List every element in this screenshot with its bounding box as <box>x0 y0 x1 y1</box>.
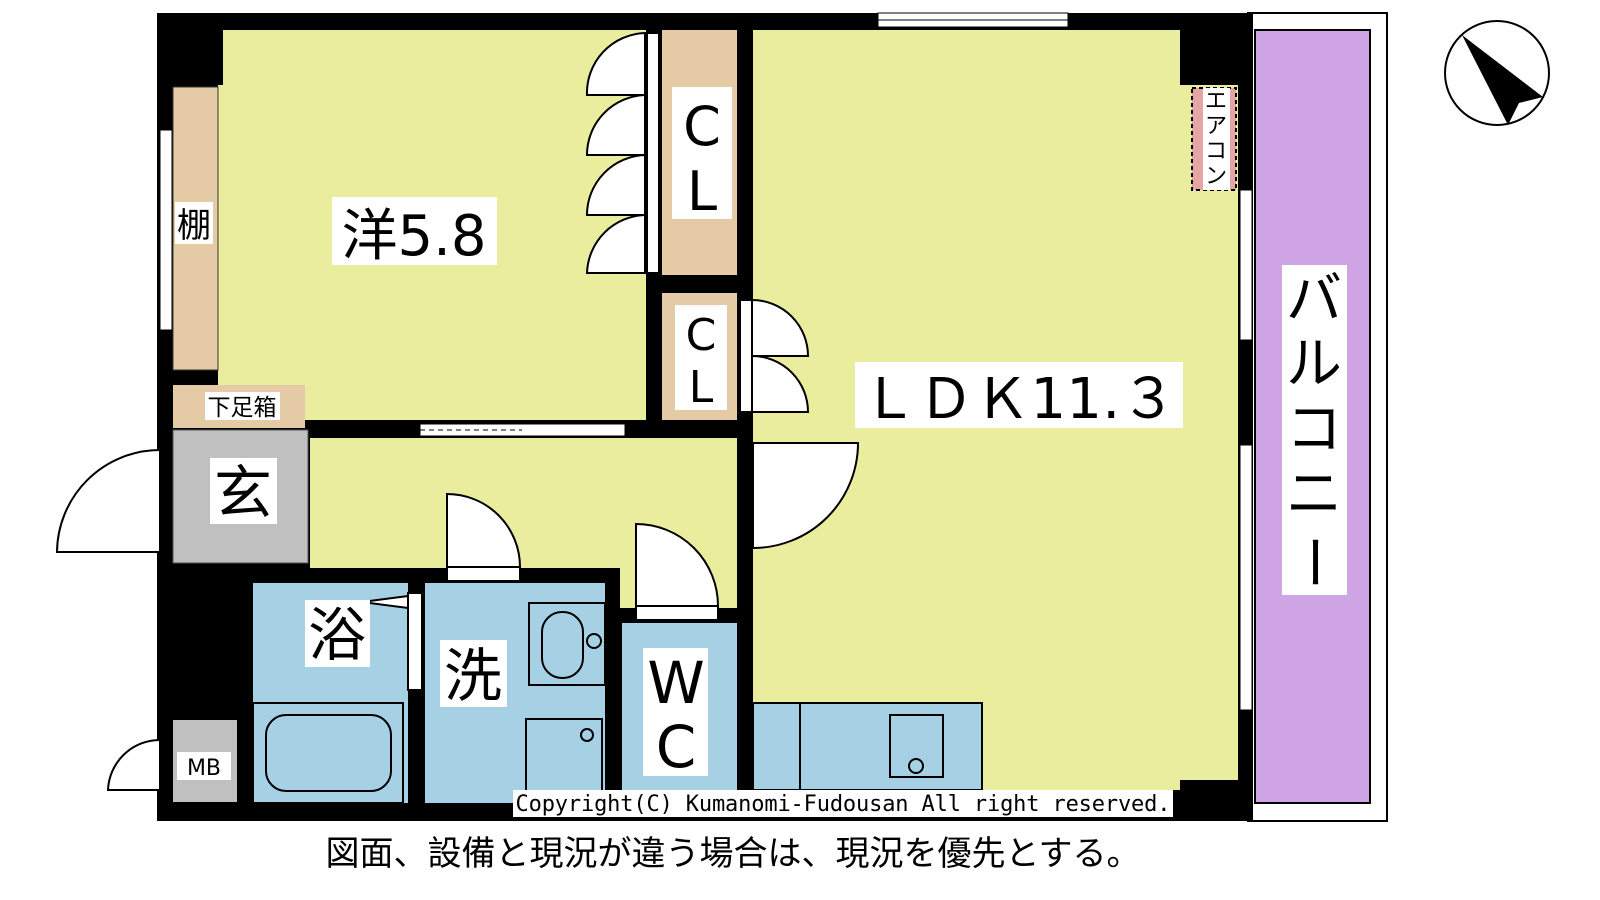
balcony-label: バ ル コ ニ ー <box>1280 267 1345 590</box>
western-room-label: 洋5.8 <box>341 204 486 269</box>
window-west <box>159 129 173 331</box>
entrance-door[interactable] <box>55 448 161 553</box>
svg-text:コ: コ <box>1205 139 1227 164</box>
ldk-pillar-bottom <box>1180 780 1253 821</box>
closet-1-door[interactable] <box>585 31 646 274</box>
north-arrow-icon <box>1444 20 1550 126</box>
window-balcony-1 <box>1239 189 1253 341</box>
ldk-door[interactable] <box>752 442 860 550</box>
closet-2-label-c: C <box>686 310 717 361</box>
svg-text:ル: ル <box>1286 332 1342 397</box>
washroom-label: 洗 <box>444 642 502 710</box>
meter-box-label: MB <box>187 756 221 781</box>
toilet-label-w: W <box>647 649 704 717</box>
toilet-label-c: C <box>656 713 697 781</box>
shelf-label: 棚 <box>177 206 211 246</box>
closet-1-label-c: C <box>683 95 721 158</box>
svg-text:ア: ア <box>1205 114 1227 139</box>
wc-door[interactable] <box>635 522 720 607</box>
entrance-label: 玄 <box>214 459 272 527</box>
closet-2-door[interactable] <box>751 298 810 413</box>
ldk-label: ＬＤＫ11.３ <box>862 367 1177 432</box>
closet-2-label-l: L <box>689 362 714 413</box>
copyright-text: Copyright(C) Kumanomi-Fudousan All right… <box>516 792 1171 817</box>
stove-icon <box>889 714 944 778</box>
bath-door[interactable] <box>407 592 423 691</box>
disclaimer-caption: 図面、設備と現況が違う場合は、現況を優先とする。 <box>326 834 1141 874</box>
closet-1-label-l: L <box>687 160 717 223</box>
ldk-pillar-top <box>1180 13 1253 85</box>
bathtub-icon <box>265 714 392 792</box>
shoe-box-label: 下足箱 <box>208 395 277 421</box>
mb-door[interactable] <box>106 738 161 791</box>
svg-text:エ: エ <box>1205 89 1227 114</box>
washbasin-icon <box>541 611 584 679</box>
washroom-door[interactable] <box>446 492 522 568</box>
svg-text:バ: バ <box>1286 267 1342 332</box>
top-left-pillar <box>157 13 223 85</box>
window-balcony-2 <box>1239 444 1253 711</box>
svg-text:コ: コ <box>1286 397 1342 462</box>
washbasin-frame <box>528 602 606 686</box>
svg-text:ニ: ニ <box>1286 462 1342 527</box>
bath-label: 浴 <box>308 601 366 669</box>
svg-text:ン: ン <box>1205 164 1227 189</box>
aircon-label: エ ア コ ン <box>1205 89 1227 189</box>
kitchen-counter <box>752 702 983 791</box>
svg-text:ー: ー <box>1280 534 1345 590</box>
bathtub-frame <box>252 702 404 804</box>
